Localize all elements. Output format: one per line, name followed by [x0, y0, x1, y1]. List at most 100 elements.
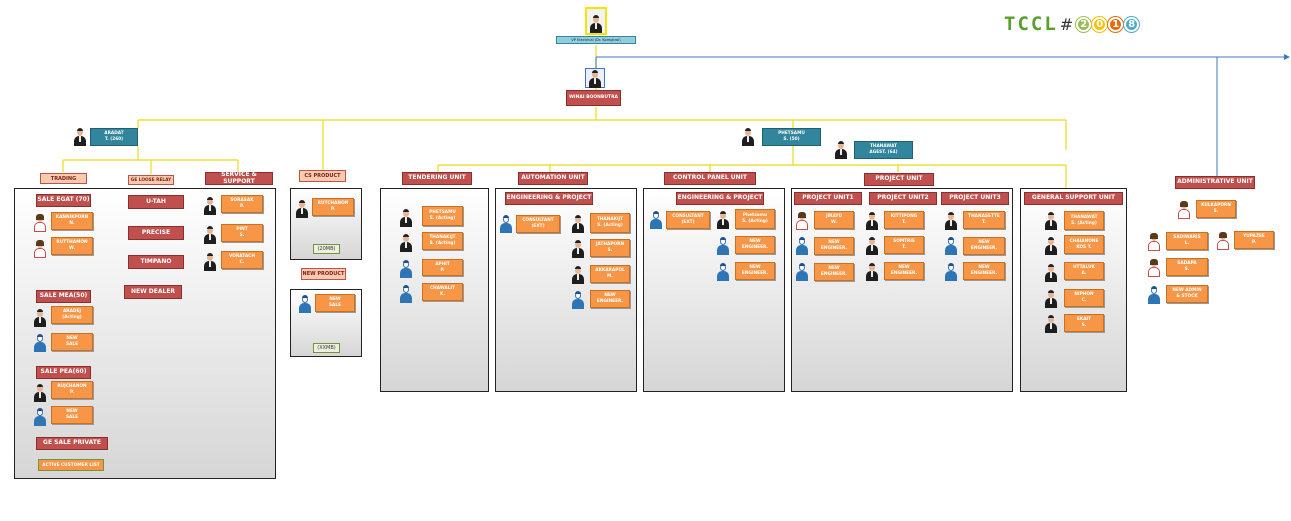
person-photo — [34, 214, 46, 232]
logo-digit: 2 — [1076, 16, 1092, 32]
person-photo — [572, 215, 584, 233]
person-card: RUTTHAMON W. — [51, 237, 93, 255]
person-photo — [866, 263, 878, 281]
person-photo — [204, 253, 216, 271]
person-photo — [866, 212, 878, 230]
person-photo — [1045, 290, 1057, 308]
person-avatar-icon — [945, 237, 957, 255]
person-card: UTTALUK A. — [1064, 262, 1104, 280]
person-avatar-icon — [34, 408, 46, 426]
person-card: NEW ENGINEER. — [814, 263, 854, 281]
person-card: NEW ENGINEER. — [590, 290, 630, 308]
tccl-2018-logo: TCCL # 2 0 1 8 — [1004, 13, 1162, 35]
person-card: APHIT P. — [422, 259, 463, 276]
logo-brand: TCCL — [1004, 13, 1058, 35]
consultant-card: CONSULTANT (EXT) — [516, 215, 560, 233]
person-card: NEW SALE — [51, 406, 93, 424]
relay-item-timpano: TIMPANO — [128, 255, 184, 269]
manager-right2: THANAWAT AGEST. (64) — [854, 141, 913, 159]
logo-digit: 0 — [1092, 16, 1108, 32]
person-avatar-icon — [650, 211, 662, 229]
person-avatar-icon — [717, 237, 729, 255]
person-avatar-icon — [1148, 286, 1160, 304]
person-card: JATHAPORN S. — [590, 239, 630, 257]
general-support-title: GENERAL SUPPORT UNIT — [1024, 192, 1123, 205]
tendering-unit-title: TENDERING UNIT — [402, 172, 472, 185]
head-photo — [585, 68, 605, 88]
person-card: Phetsamu S. (Acting) — [735, 209, 775, 229]
person-card: THANAKIJT S. (Acting) — [422, 232, 463, 250]
person-card: RUJCHANON P. — [51, 381, 93, 399]
person-avatar-icon — [945, 263, 957, 281]
service-support-title: SERVICE & SUPPORT — [205, 171, 273, 185]
active-customer-list[interactable]: ACTIVE CUSTOMER LIST — [38, 459, 104, 471]
cs-budget-badge: (20MB) — [313, 244, 340, 254]
person-photo — [572, 240, 584, 258]
person-card: JIRAYU W. — [814, 211, 854, 229]
person-card: KULKAPORN S. — [1196, 200, 1236, 218]
person-card: NEW ENGINEER. — [814, 237, 854, 255]
person-photo — [204, 197, 216, 215]
person-card: AKKARAPOL M. — [590, 265, 630, 283]
person-card: ARADEJ (Acting) — [51, 306, 93, 324]
person-card: THANAKIJT S. (Acting) — [590, 213, 630, 233]
person-card: THANAWAT S. (Acting) — [1064, 211, 1104, 230]
person-photo — [1148, 233, 1160, 251]
trading-label: TRADING — [40, 173, 87, 184]
project-unit3-title: PROJECT UNIT3 — [941, 192, 1009, 205]
manager-photo — [835, 141, 847, 159]
person-photo — [1045, 237, 1057, 255]
person-card: NEW SALE — [315, 294, 355, 312]
person-card: RUTCHANON P. — [312, 198, 354, 216]
person-card: KITTIPONG T. — [884, 211, 924, 229]
control-panel-unit-title: CONTROL PANEL UNIT — [664, 172, 756, 185]
person-card: VORATACH C. — [221, 251, 263, 269]
vp-label: VP Electrical (Dr. Komgkrai) — [556, 36, 636, 44]
relay-item-new-dealer: NEW DEALER — [124, 285, 182, 299]
head-name-box: WINAI BOONBUTRA — [566, 90, 621, 106]
person-photo — [1045, 264, 1057, 282]
person-card: NEW ENGINEER. — [963, 237, 1005, 255]
person-avatar-icon — [500, 215, 512, 233]
person-card: CHAIANONE KOS T. — [1064, 235, 1104, 254]
person-avatar-icon — [796, 237, 808, 255]
person-photo — [1045, 315, 1057, 333]
person-photo — [34, 309, 46, 327]
sale-mea-title: SALE MEA(50) — [36, 290, 91, 303]
person-photo — [400, 234, 412, 252]
ge-loose-relay-label: GE LOOSE RELAY — [128, 175, 174, 185]
person-card: EKAIT S. — [1064, 314, 1104, 332]
person-photo — [204, 226, 216, 244]
manager-left: ARADAT T. (260) — [90, 128, 138, 146]
control-panel-sub-title: ENGINEERING & PROJECT — [676, 192, 764, 205]
logo-digit: 1 — [1108, 16, 1124, 32]
person-card: SORASAK P. — [221, 195, 263, 213]
logo-hash: # — [1059, 14, 1074, 34]
person-photo — [34, 384, 46, 402]
project-unit1-title: PROJECT UNIT1 — [794, 192, 862, 205]
person-photo — [796, 212, 808, 230]
administrative-unit-title: ADMINISTRATIVE UNIT — [1175, 176, 1255, 189]
person-card: THANASETTE T. — [963, 211, 1005, 229]
person-card: NEW ENGINEER. — [963, 262, 1005, 280]
person-photo — [717, 211, 729, 229]
manager-right: PHETSAMU S. (50) — [762, 128, 821, 146]
relay-item-u-tah: U-TAH — [128, 195, 184, 209]
person-card: NEW ENGINEER. — [735, 236, 775, 254]
person-card: CHAWALIT K. — [422, 283, 463, 301]
project-unit-title: PROJECT UNIT — [864, 173, 934, 186]
new-product-label: NEW PRODUCT — [301, 268, 346, 280]
new-product-budget-badge: (XXMB) — [313, 343, 340, 353]
vp-photo — [585, 7, 607, 35]
project-unit2-title: PROJECT UNIT2 — [869, 192, 937, 205]
person-photo — [296, 200, 308, 218]
sale-pea-title: SALE PEA(60) — [36, 366, 91, 379]
cs-product-label: CS PRODUCT — [299, 170, 346, 182]
person-avatar-icon — [572, 291, 584, 309]
person-avatar-icon — [299, 295, 311, 313]
automation-sub-title: ENGINEERING & PROJECT — [505, 192, 593, 205]
person-avatar-icon — [717, 263, 729, 281]
person-avatar-icon — [400, 285, 412, 303]
automation-unit-title: AUTOMATION UNIT — [518, 172, 588, 185]
person-photo — [34, 240, 46, 258]
